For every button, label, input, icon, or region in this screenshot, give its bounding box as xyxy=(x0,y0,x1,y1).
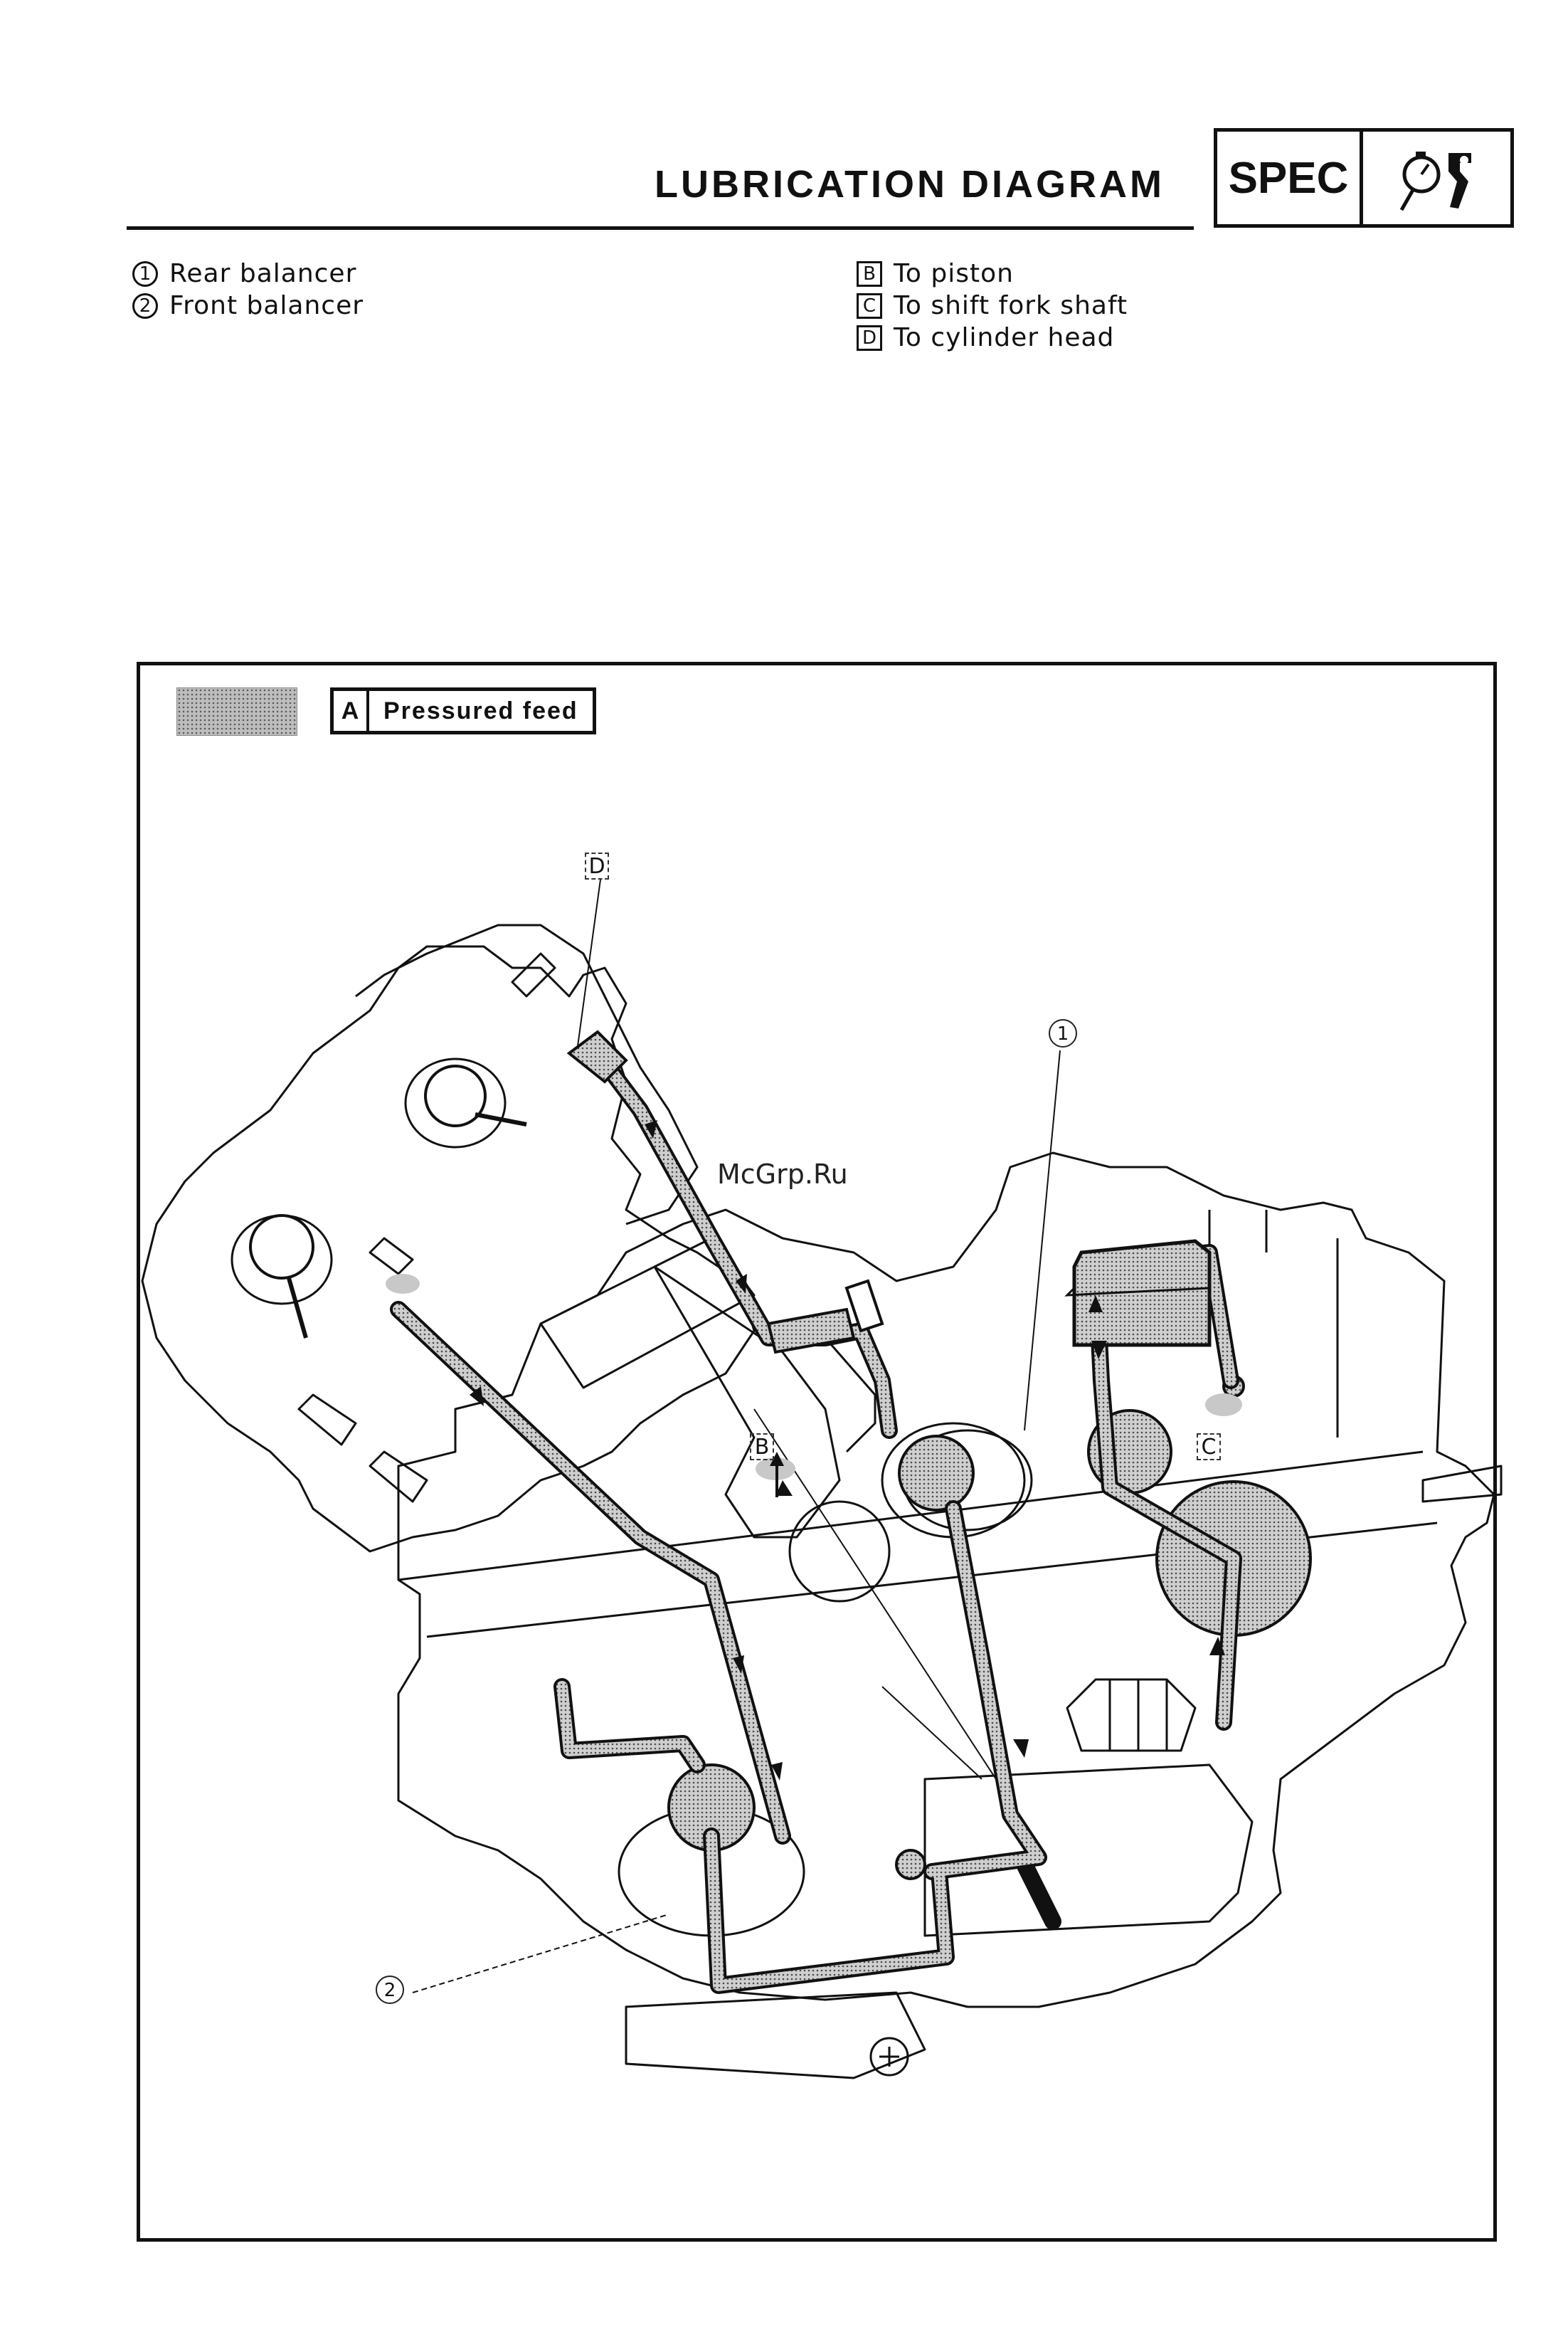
rear-balancer-journal xyxy=(899,1436,973,1510)
lower-camshaft-journal xyxy=(250,1215,313,1278)
upper-camshaft-journal xyxy=(425,1066,485,1126)
callout-b: B xyxy=(750,1433,774,1460)
callout-front-balancer: 2 xyxy=(376,1976,404,2004)
watermark: McGrp.Ru xyxy=(717,1159,848,1190)
callout-d: D xyxy=(585,853,609,880)
cylinder-head-outline xyxy=(356,925,697,1224)
callout-rear-balancer: 1 xyxy=(1049,1019,1077,1048)
callout-c: C xyxy=(1197,1433,1221,1460)
